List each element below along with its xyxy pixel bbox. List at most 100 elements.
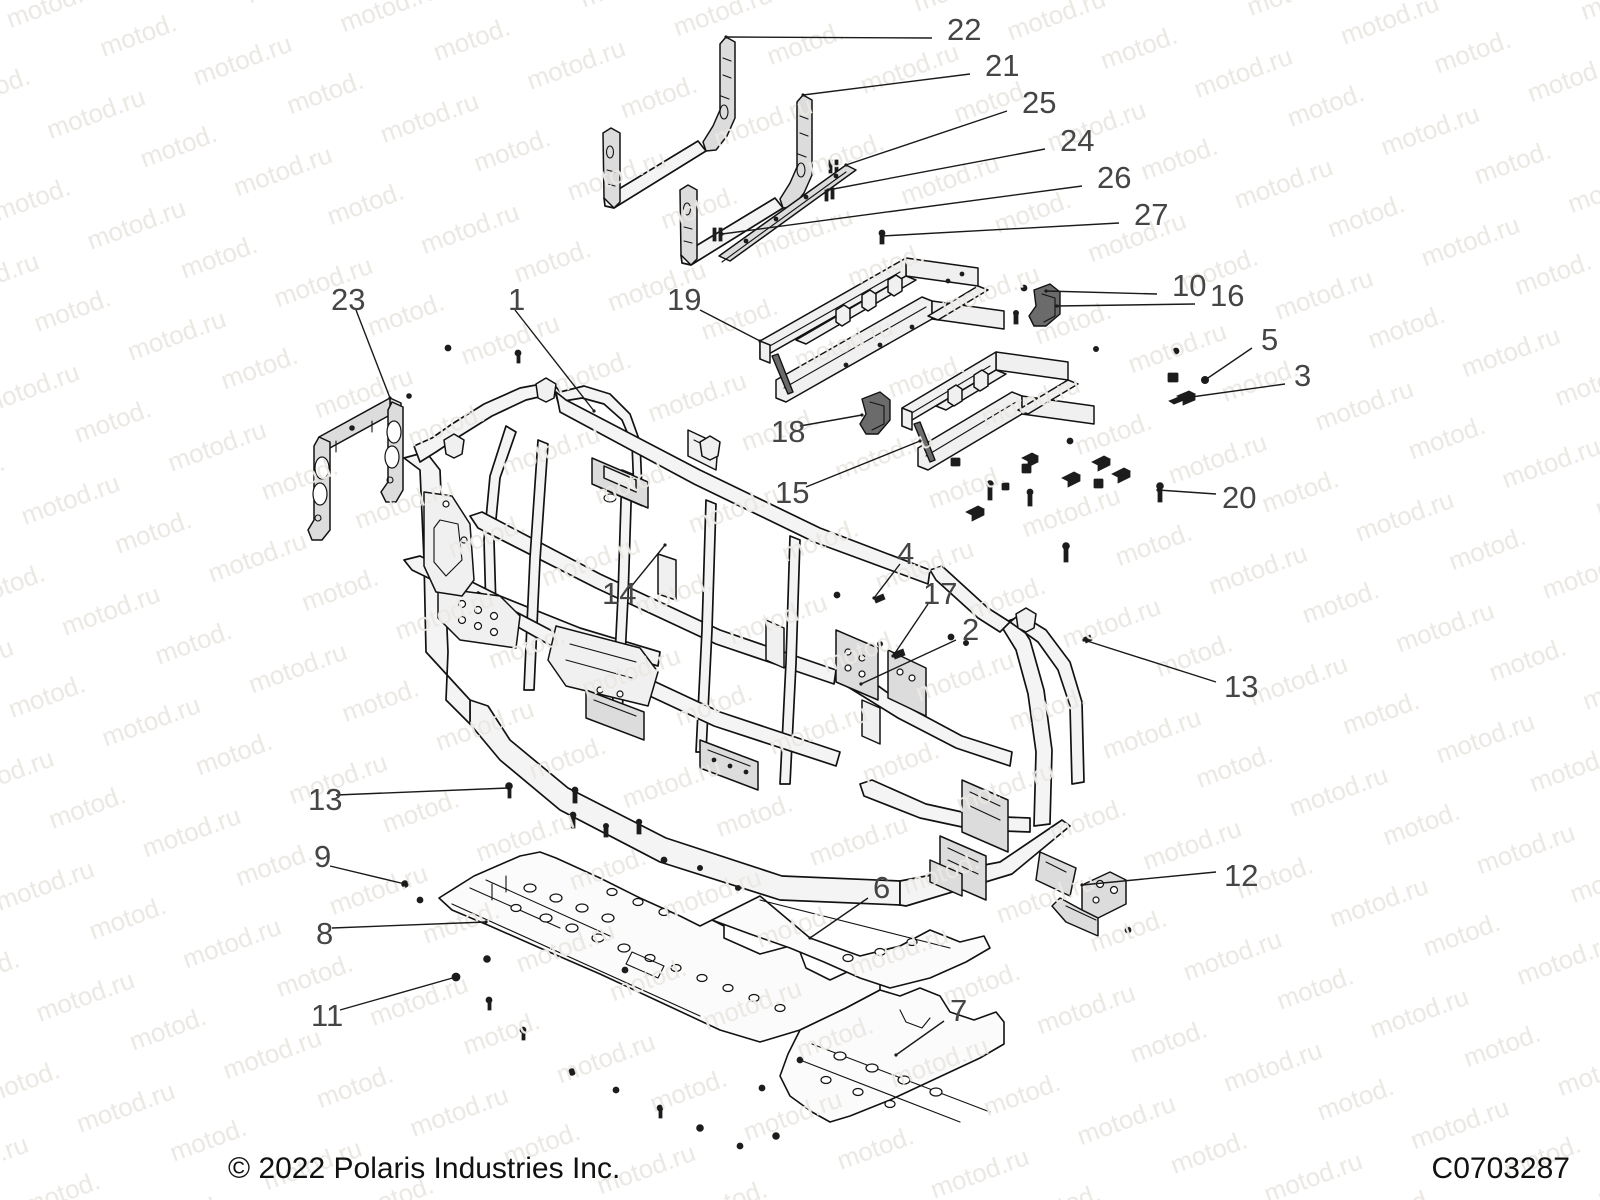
leader-line xyxy=(1056,303,1196,307)
leader-endpoint xyxy=(1082,638,1086,642)
leader-endpoint xyxy=(724,35,728,39)
callout-number-label: 12 xyxy=(1224,858,1258,893)
leader-endpoint xyxy=(758,339,762,343)
callout-number-label: 8 xyxy=(316,916,333,951)
callout-number-label: 25 xyxy=(1022,85,1056,120)
leader-endpoint xyxy=(1203,378,1207,382)
leader-line xyxy=(827,148,1046,191)
leader-endpoint xyxy=(1080,883,1084,887)
callout-number-label: 10 xyxy=(1172,268,1206,303)
callout-11: 11 xyxy=(311,975,458,1033)
leader-line xyxy=(845,110,1008,166)
diagram-reference-number: C0703287 xyxy=(1431,1152,1570,1185)
callout-number-label: 23 xyxy=(331,282,365,317)
callout-number-label: 16 xyxy=(1210,278,1244,313)
leader-line xyxy=(335,787,509,796)
leader-endpoint xyxy=(880,234,884,238)
callout-6: 6 xyxy=(808,870,890,940)
leader-line xyxy=(805,440,921,488)
leader-endpoint xyxy=(872,596,876,600)
callout-13b: 13 xyxy=(308,782,510,817)
leader-line xyxy=(892,603,929,657)
leader-line xyxy=(860,639,957,685)
leader-endpoint xyxy=(720,232,724,236)
leader-endpoint xyxy=(826,188,830,192)
callout-number-label: 1 xyxy=(508,282,525,317)
callout-13: 13 xyxy=(1082,638,1258,704)
leader-endpoint xyxy=(860,413,864,417)
callout-3: 3 xyxy=(1175,358,1311,401)
leader-line xyxy=(1157,489,1217,495)
callout-16: 16 xyxy=(1055,278,1244,313)
callout-number-label: 3 xyxy=(1294,358,1311,393)
leader-endpoint xyxy=(592,409,596,413)
leader-line xyxy=(331,921,487,929)
callout-number-label: 24 xyxy=(1060,123,1094,158)
callout-15: 15 xyxy=(775,439,922,510)
callout-1: 1 xyxy=(508,282,596,413)
callout-number-label: 7 xyxy=(950,993,967,1028)
callout-number-label: 21 xyxy=(985,48,1019,83)
callout-number-label: 20 xyxy=(1222,480,1256,515)
leader-endpoint xyxy=(1156,488,1160,492)
leader-endpoint xyxy=(844,163,848,167)
callout-number-label: 17 xyxy=(923,576,957,611)
callout-21: 21 xyxy=(801,48,1019,97)
callout-5: 5 xyxy=(1203,322,1278,382)
leader-line xyxy=(339,976,457,1011)
callout-14: 14 xyxy=(602,543,667,611)
leader-endpoint xyxy=(1044,289,1048,293)
callout-18: 18 xyxy=(771,413,864,449)
callout-number-label: 22 xyxy=(947,12,981,47)
leader-line xyxy=(1081,871,1217,886)
callout-2: 2 xyxy=(859,612,979,686)
leader-endpoint xyxy=(663,543,667,547)
leader-line xyxy=(881,222,1120,237)
callout-4: 4 xyxy=(872,536,914,600)
callout-7: 7 xyxy=(894,993,967,1057)
leader-line xyxy=(799,414,863,427)
callout-number-label: 13 xyxy=(1224,669,1258,704)
callout-number-label: 13 xyxy=(308,782,342,817)
callout-22: 22 xyxy=(724,12,981,47)
callout-number-label: 26 xyxy=(1097,160,1131,195)
leader-endpoint xyxy=(388,396,392,400)
leader-line xyxy=(1204,347,1253,381)
callout-17: 17 xyxy=(891,576,957,658)
callout-9: 9 xyxy=(314,839,407,886)
leader-line xyxy=(1045,290,1158,295)
leader-endpoint xyxy=(484,920,488,924)
leader-endpoint xyxy=(454,975,458,979)
callout-number-label: 11 xyxy=(311,998,343,1033)
leader-line xyxy=(514,309,595,412)
callout-27: 27 xyxy=(880,197,1168,238)
leader-line xyxy=(802,73,971,96)
leader-line xyxy=(355,309,391,399)
leader-line xyxy=(699,309,761,342)
callout-20: 20 xyxy=(1156,480,1256,515)
leader-endpoint xyxy=(891,654,895,658)
leader-line xyxy=(895,1020,945,1056)
callout-number-label: 2 xyxy=(962,612,979,647)
callout-number-label: 9 xyxy=(314,839,331,874)
callout-12: 12 xyxy=(1080,858,1258,893)
leader-endpoint xyxy=(808,936,812,940)
callout-number-label: 27 xyxy=(1134,197,1168,232)
leader-endpoint xyxy=(859,682,863,686)
callout-10: 10 xyxy=(1044,268,1206,303)
callout-19: 19 xyxy=(667,282,762,343)
leader-endpoint xyxy=(894,1053,898,1057)
callout-number-label: 4 xyxy=(897,536,914,571)
leader-line xyxy=(1083,639,1217,683)
callout-number-label: 5 xyxy=(1261,322,1278,357)
callout-23: 23 xyxy=(331,282,392,400)
leader-endpoint xyxy=(1175,397,1179,401)
callout-8: 8 xyxy=(316,916,488,951)
callout-number-label: 14 xyxy=(602,576,636,611)
leader-line xyxy=(1176,383,1286,400)
leader-endpoint xyxy=(801,93,805,97)
leader-endpoint xyxy=(1055,304,1059,308)
leader-line xyxy=(809,897,869,939)
